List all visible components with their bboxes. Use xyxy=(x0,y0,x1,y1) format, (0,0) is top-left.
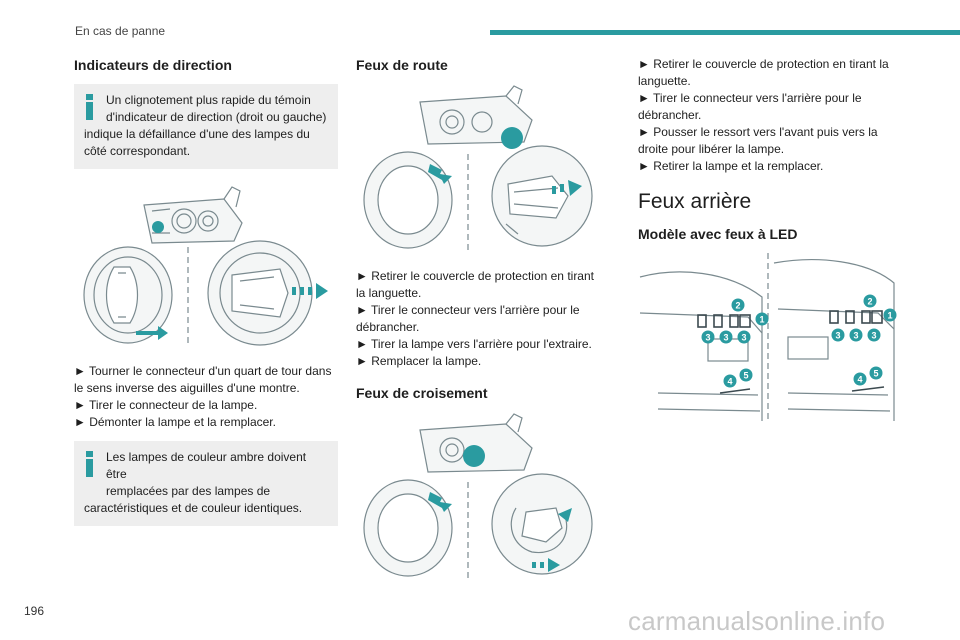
dipped-beam-illustration xyxy=(363,413,593,578)
callout-marker-right xyxy=(831,328,845,342)
callout-marker-right xyxy=(867,328,881,342)
watermark: carmanualsonline.info xyxy=(628,606,886,636)
column-headlights: Feux de route ► Retirer le couvercle de … xyxy=(356,56,606,584)
callout-number-left: 1 xyxy=(759,315,764,325)
step-text: ► Tirer le connecteur vers l'arrière pou… xyxy=(356,303,580,334)
heading-turn-signals: Indicateurs de direction xyxy=(74,57,232,73)
turn-signal-illustration xyxy=(83,186,328,346)
callout-marker-right xyxy=(863,294,877,308)
step-text: ► Tourner le connecteur d'un quart de to… xyxy=(74,364,332,395)
step-text: ► Retirer la lampe et la remplacer. xyxy=(638,159,824,173)
callout-marker-left xyxy=(731,298,745,312)
step-text: ► Retirer le couvercle de protection en … xyxy=(356,269,594,300)
info-box-turn-signal-warning: Un clignotement plus rapide du témoin d'… xyxy=(74,84,338,169)
callout-number-right: 3 xyxy=(853,331,858,341)
section-title-rear-lights: Feux arrière xyxy=(638,190,752,213)
callout-number-right: 5 xyxy=(873,369,878,379)
main-beam-illustration xyxy=(363,85,593,250)
heading-dipped-beam: Feux de croisement xyxy=(356,385,488,401)
info-text-line: Un clignotement plus rapide du témoin xyxy=(106,93,311,107)
callout-marker-left xyxy=(723,374,737,388)
callout-marker-right xyxy=(883,308,897,322)
step-text: ► Tirer le connecteur de la lampe. xyxy=(74,398,258,412)
step-text: ► Tirer le connecteur vers l'arrière pou… xyxy=(638,91,862,122)
info-icon xyxy=(86,94,94,120)
info-text-line: d'indicateur de direction (droit ou gauc… xyxy=(106,110,327,124)
info-icon xyxy=(86,451,94,477)
info-text-line: Les lampes de couleur ambre doivent être xyxy=(106,450,307,481)
heading-led-model: Modèle avec feux à LED xyxy=(638,226,798,242)
step-text: ► Retirer le couvercle de protection en … xyxy=(638,57,889,88)
callout-marker-left xyxy=(737,330,751,344)
callout-number-right: 4 xyxy=(857,375,862,385)
info-text: indique la défaillance d'une des lampes … xyxy=(84,127,310,158)
callout-number-left: 3 xyxy=(723,333,728,343)
callout-number-left: 5 xyxy=(743,371,748,381)
callout-number-left: 4 xyxy=(727,377,732,387)
header-accent-bar xyxy=(490,30,960,35)
callout-marker-left xyxy=(755,312,769,326)
callout-number-right: 2 xyxy=(867,297,872,307)
info-box-amber-lamps: Les lampes de couleur ambre doivent être… xyxy=(74,441,338,526)
callout-marker-right xyxy=(849,328,863,342)
callout-marker-right xyxy=(853,372,867,386)
callout-marker-left xyxy=(701,330,715,344)
callout-marker-right xyxy=(869,366,883,380)
callout-number-left: 3 xyxy=(705,333,710,343)
heading-main-beam: Feux de route xyxy=(356,57,448,73)
section-header: En cas de panne xyxy=(75,24,166,38)
step-text: ► Remplacer la lampe. xyxy=(356,354,482,368)
info-text-line: remplacées par des lampes de xyxy=(106,484,271,498)
step-text: ► Pousser le ressort vers l'avant puis v… xyxy=(638,125,878,156)
column-turn-signals: Indicateurs de direction Un clignotement… xyxy=(74,56,338,526)
callout-marker-left xyxy=(739,368,753,382)
rear-led-lights-illustration: 2 1 3 3 3 4 5 2 1 3 3 3 4 5 xyxy=(639,253,897,423)
column-rear-lights: ► Retirer le couvercle de protection en … xyxy=(638,56,898,423)
callout-number-left: 3 xyxy=(741,333,746,343)
step-text: ► Démonter la lampe et la remplacer. xyxy=(74,415,276,429)
info-text: caractéristiques et de couleur identique… xyxy=(84,501,303,515)
callout-number-left: 2 xyxy=(735,301,740,311)
callout-number-right: 3 xyxy=(835,331,840,341)
callout-marker-left xyxy=(719,330,733,344)
callout-number-right: 3 xyxy=(871,331,876,341)
step-text: ► Tirer la lampe vers l'arrière pour l'e… xyxy=(356,337,592,351)
page-number: 196 xyxy=(24,604,45,618)
callout-number-right: 1 xyxy=(887,311,892,321)
